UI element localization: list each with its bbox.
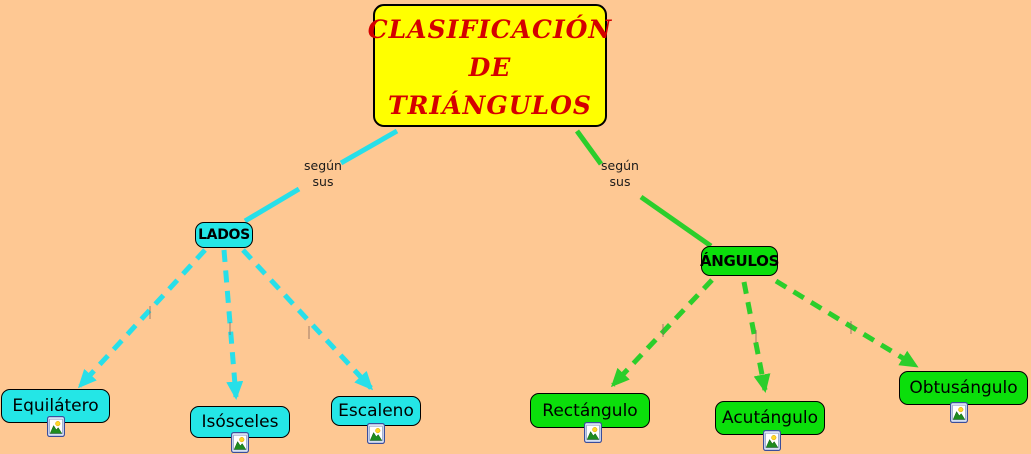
- link-label-left: según sus: [294, 158, 352, 190]
- title-line-2: DE: [468, 53, 512, 82]
- node-escaleno[interactable]: Escaleno: [331, 396, 421, 426]
- node-angulos[interactable]: ÁNGULOS: [699, 246, 780, 276]
- arrow-angulos-obtusangulo: [774, 278, 919, 369]
- node-isosceles-label: Isósceles: [201, 412, 279, 432]
- image-resource-icon[interactable]: [367, 423, 385, 444]
- node-lados[interactable]: LADOS: [195, 222, 253, 248]
- image-resource-icon[interactable]: [47, 416, 65, 437]
- image-resource-icon[interactable]: [231, 432, 249, 453]
- node-obtusangulo[interactable]: Obtusángulo: [899, 371, 1028, 405]
- connector-title-lados-a: [339, 128, 399, 166]
- node-lados-label: LADOS: [198, 227, 250, 243]
- node-escaleno-label: Escaleno: [338, 401, 414, 421]
- node-acutangulo-label: Acutángulo: [722, 408, 818, 428]
- connector-title-lados-b: [243, 186, 301, 224]
- node-obtusangulo-label: Obtusángulo: [909, 378, 1018, 398]
- image-resource-icon[interactable]: [950, 402, 968, 423]
- link-label-left-line2: sus: [312, 174, 334, 189]
- node-angulos-label: ÁNGULOS: [699, 252, 780, 270]
- link-label-right: según sus: [591, 158, 649, 190]
- arrow-lados-escaleno: [241, 248, 374, 391]
- arrow-lados-isosceles: [221, 249, 244, 400]
- arrow-angulos-acutangulo: [741, 281, 771, 393]
- link-label-right-line1: según: [601, 158, 639, 173]
- connector-title-angulos-a: [574, 129, 604, 166]
- image-resource-icon[interactable]: [584, 422, 602, 443]
- node-equilatero-label: Equilátero: [12, 396, 99, 416]
- connector-title-angulos-b: [639, 194, 713, 249]
- image-resource-icon[interactable]: [763, 430, 781, 451]
- title-line-1: CLASIFICACIÓN: [367, 15, 613, 44]
- node-title[interactable]: CLASIFICACIÓN DE TRIÁNGULOS: [368, 4, 611, 127]
- arrow-lados-equilatero: [77, 248, 207, 389]
- node-rectangulo-label: Rectángulo: [542, 400, 638, 421]
- node-acutangulo[interactable]: Acutángulo: [715, 401, 825, 435]
- link-label-left-line1: según: [304, 158, 342, 173]
- title-line-3: TRIÁNGULOS: [388, 91, 592, 120]
- link-label-right-line2: sus: [609, 174, 631, 189]
